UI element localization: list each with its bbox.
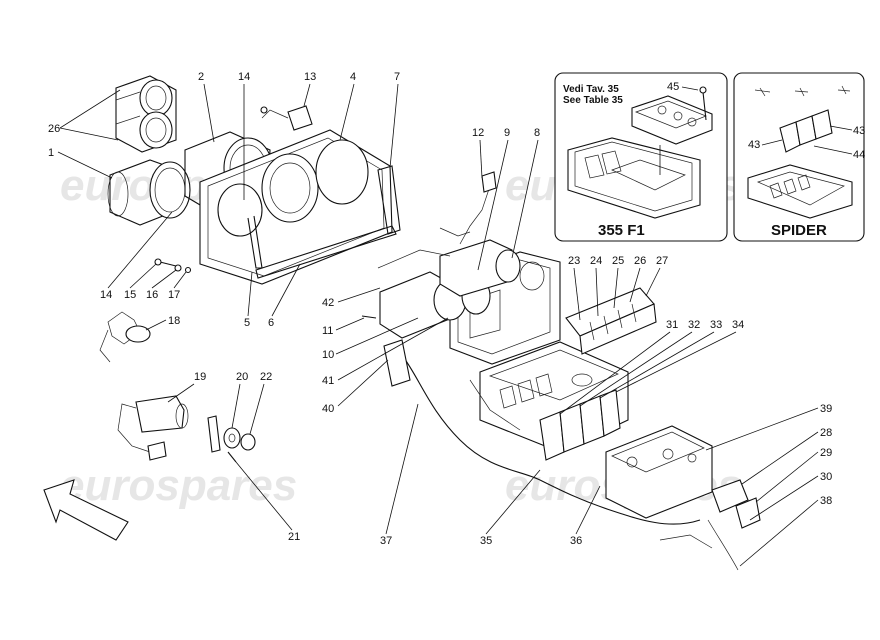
callout-17: 17 (168, 289, 180, 301)
callout-33: 33 (710, 319, 722, 331)
callout-28: 28 (820, 427, 832, 439)
callout-15: 15 (124, 289, 136, 301)
callout-39: 39 (820, 403, 832, 415)
callout-36: 36 (570, 535, 582, 547)
callout-16: 16 (146, 289, 158, 301)
callout-19: 19 (194, 371, 206, 383)
callout-43: 43 (748, 139, 760, 151)
callout-5: 5 (244, 317, 250, 329)
inset-spider: SPIDER 43 43 44 (733, 72, 865, 242)
callout-14: 14 (100, 289, 112, 301)
callout-45: 45 (667, 81, 679, 93)
callout-35: 35 (480, 535, 492, 547)
inset-note-line2: See Table 35 (563, 95, 623, 106)
callout-34: 34 (732, 319, 744, 331)
callout-23: 23 (568, 255, 580, 267)
centre-console (383, 251, 761, 571)
callout-20: 20 (236, 371, 248, 383)
callout-3: 26 (48, 123, 60, 135)
callout-2: 2 (198, 71, 204, 83)
callout-13: 13 (304, 71, 316, 83)
callout-10: 10 (322, 349, 334, 361)
callout-22: 22 (260, 371, 272, 383)
callout-24: 24 (590, 255, 602, 267)
inset-note-line1: Vedi Tav. 35 (563, 84, 619, 95)
callout-42: 42 (322, 297, 334, 309)
callout-12: 12 (472, 127, 484, 139)
callout-6: 6 (268, 317, 274, 329)
callout-7: 7 (394, 71, 400, 83)
ignition-switch (117, 395, 256, 463)
callout-40: 40 (322, 403, 334, 415)
callout-1: 1 (48, 147, 54, 159)
callout-43: 43 (853, 125, 865, 137)
gauge-cluster (99, 75, 401, 363)
callout-26: 26 (634, 255, 646, 267)
inset-title: 355 F1 (598, 222, 645, 239)
callout-37: 37 (380, 535, 392, 547)
callout-29: 29 (820, 447, 832, 459)
callout-14: 14 (238, 71, 250, 83)
actuators (361, 171, 521, 339)
inset-title: SPIDER (771, 222, 827, 239)
callout-25: 25 (612, 255, 624, 267)
callout-4: 4 (350, 71, 356, 83)
callout-27: 27 (656, 255, 668, 267)
callout-9: 9 (504, 127, 510, 139)
callout-8: 8 (534, 127, 540, 139)
callouts: 26 1 2 14 13 4 7 14 15 16 17 5 6 18 19 2… (48, 71, 832, 567)
callout-38: 38 (820, 495, 832, 507)
direction-arrow-icon (43, 479, 129, 541)
callout-41: 41 (322, 375, 334, 387)
callout-44: 44 (853, 149, 865, 161)
callout-21: 21 (288, 531, 300, 543)
callout-18: 18 (168, 315, 180, 327)
callout-11: 11 (322, 325, 333, 337)
inset-355-f1: Vedi Tav. 35 See Table 35 355 F1 45 (554, 72, 728, 242)
callout-30: 30 (820, 471, 832, 483)
watermark: eurospares (60, 461, 297, 510)
callout-32: 32 (688, 319, 700, 331)
callout-31: 31 (666, 319, 678, 331)
